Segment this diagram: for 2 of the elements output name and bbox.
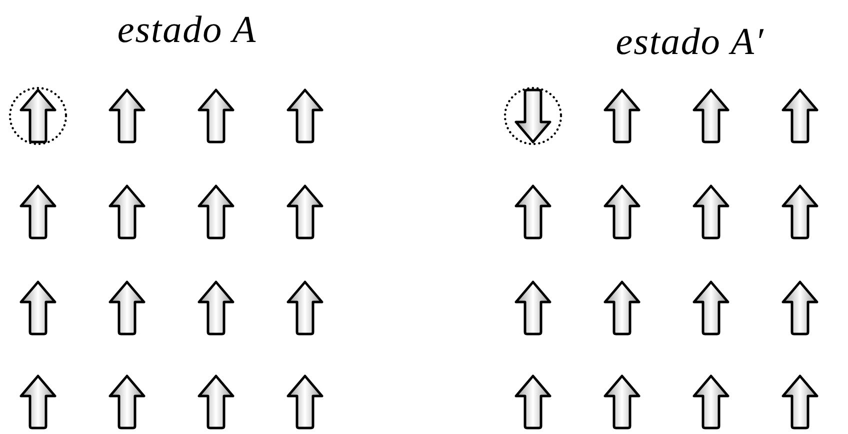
state-title: estado A bbox=[117, 8, 257, 52]
state-title: estado A′ bbox=[616, 20, 764, 64]
